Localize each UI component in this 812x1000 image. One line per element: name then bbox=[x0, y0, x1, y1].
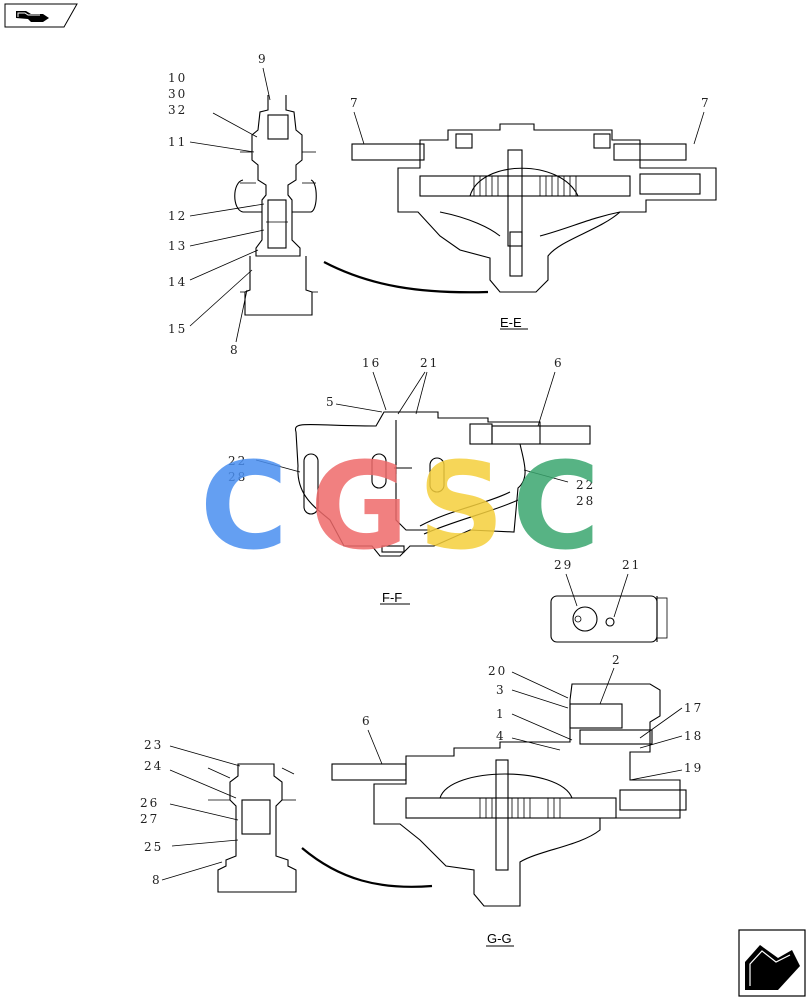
callout-6-bottom: 6 bbox=[362, 714, 372, 728]
callout-28-left: 28 bbox=[228, 470, 247, 484]
callout-22-right: 22 bbox=[576, 478, 595, 492]
section-label-ff: F-F bbox=[382, 590, 402, 605]
callout-28-right: 28 bbox=[576, 494, 595, 508]
section-ff-drawing bbox=[255, 371, 591, 605]
callout-2: 2 bbox=[612, 653, 622, 667]
callout-14: 14 bbox=[168, 275, 187, 289]
callout-29: 29 bbox=[554, 558, 573, 572]
callout-1: 1 bbox=[496, 707, 506, 721]
callout-20: 20 bbox=[488, 664, 507, 678]
callout-11: 11 bbox=[168, 135, 187, 149]
callout-21-top: 21 bbox=[420, 356, 439, 370]
watermark-letter-g: G bbox=[310, 438, 409, 577]
callout-13: 13 bbox=[168, 239, 187, 253]
cgsc-watermark-logo: C G S C bbox=[200, 438, 600, 577]
callout-25: 25 bbox=[144, 840, 163, 854]
next-page-arrow-icon[interactable] bbox=[738, 929, 806, 997]
callout-17: 17 bbox=[684, 701, 703, 715]
callout-4: 4 bbox=[496, 729, 506, 743]
callout-6-top: 6 bbox=[554, 356, 564, 370]
callout-15: 15 bbox=[168, 322, 187, 336]
callout-labels: 9 10 30 32 11 12 13 14 15 8 7 7 16 21 5 … bbox=[140, 52, 711, 887]
callout-18: 18 bbox=[684, 729, 703, 743]
watermark-letter-c1: C bbox=[200, 438, 288, 577]
return-arrow-icon[interactable] bbox=[4, 3, 78, 28]
section-ee-drawing bbox=[323, 111, 717, 330]
callout-21-plate: 21 bbox=[622, 558, 641, 572]
callout-9: 9 bbox=[258, 52, 268, 66]
callout-23: 23 bbox=[144, 738, 163, 752]
callout-30: 30 bbox=[168, 87, 187, 101]
section-label-gg: G-G bbox=[487, 931, 512, 946]
watermark-letter-c2: C bbox=[512, 438, 600, 577]
callout-16: 16 bbox=[362, 356, 381, 370]
callout-8-bottom: 8 bbox=[152, 873, 162, 887]
callout-22-left: 22 bbox=[228, 454, 247, 468]
left-vertical-section-bottom bbox=[161, 745, 297, 893]
watermark-letter-s: S bbox=[418, 438, 504, 577]
section-gg-drawing bbox=[301, 667, 687, 947]
callout-19: 19 bbox=[684, 761, 703, 775]
section-label-ee: E-E bbox=[500, 315, 522, 330]
callout-7-left: 7 bbox=[350, 96, 360, 110]
callout-5: 5 bbox=[326, 395, 336, 409]
callout-24: 24 bbox=[144, 759, 163, 773]
left-vertical-section-top bbox=[189, 67, 318, 343]
callout-3: 3 bbox=[496, 683, 506, 697]
callout-10: 10 bbox=[168, 71, 187, 85]
callout-8-top: 8 bbox=[230, 343, 240, 357]
callout-32: 32 bbox=[168, 103, 187, 117]
callout-26: 26 bbox=[140, 796, 159, 810]
callout-27: 27 bbox=[140, 812, 159, 826]
port-plate-drawing bbox=[550, 573, 668, 643]
callout-12: 12 bbox=[168, 209, 187, 223]
callout-7-right: 7 bbox=[701, 96, 711, 110]
